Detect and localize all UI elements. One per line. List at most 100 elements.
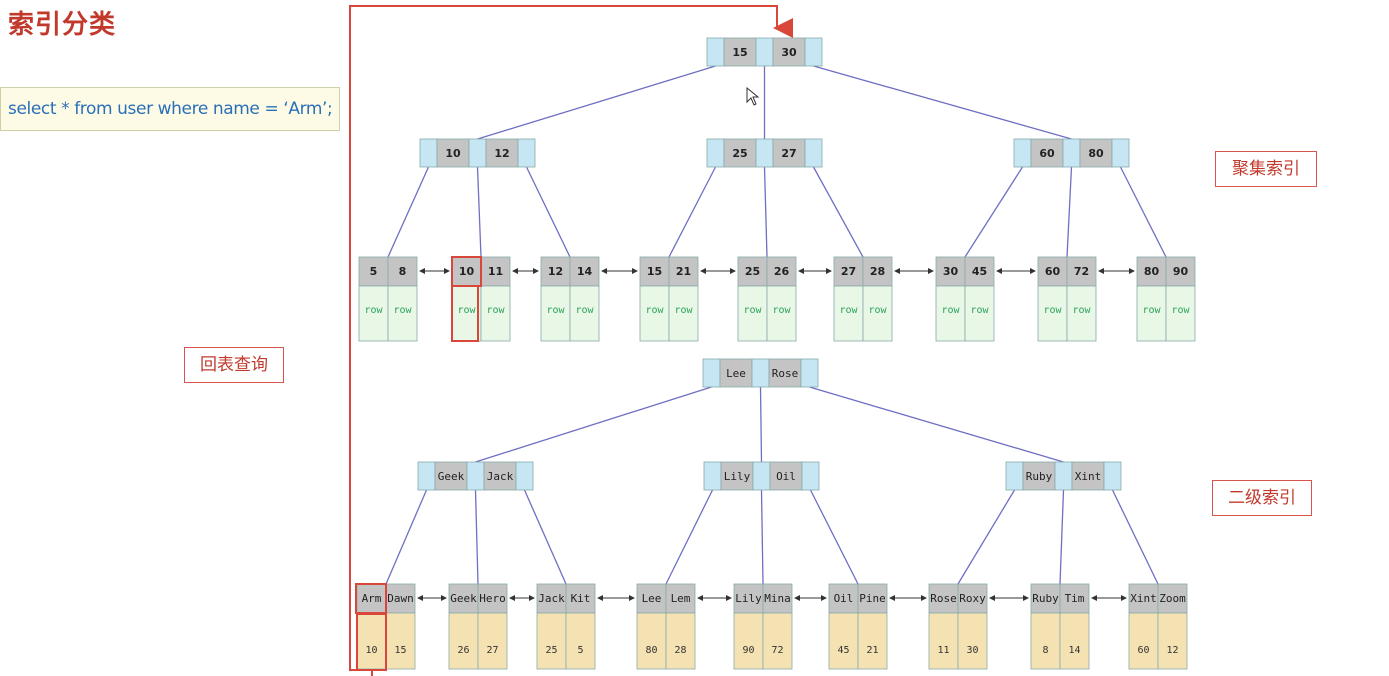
node-key-cell (768, 358, 802, 388)
leaf-key-cell (762, 583, 793, 614)
leaf-data-cell (448, 612, 479, 670)
leaf-key-text: 80 (1144, 265, 1160, 278)
leaf-data-text: row (364, 305, 383, 316)
leaf-data-text: row (839, 305, 858, 316)
leaf-data-cell (1066, 285, 1097, 342)
leaf-key-text: 27 (841, 265, 856, 278)
leaf-data-cell (928, 612, 959, 670)
leaf-data-cell (477, 612, 508, 670)
node-key-cell (719, 358, 753, 388)
leaf-data-text: 28 (674, 645, 686, 656)
leaf-data-cell (387, 285, 418, 342)
clustered-edge (525, 166, 571, 258)
leaf-data-text: 21 (866, 645, 878, 656)
leaf-key-cell (1157, 583, 1188, 614)
highlight-row-box (451, 285, 479, 342)
secondary-edge (523, 489, 567, 585)
leaf-data-cell (358, 285, 389, 342)
leaf-key-text: 10 (459, 265, 475, 278)
leaf-key-cell (358, 256, 389, 287)
secondary-edge (385, 489, 428, 585)
leaf-data-text: 27 (486, 645, 498, 656)
clustered-edge (477, 65, 716, 140)
leaf-data-text: 30 (966, 645, 978, 656)
leaf-data-text: row (772, 305, 791, 316)
leaf-key-text: 72 (1074, 265, 1089, 278)
leaf-data-cell (636, 612, 667, 670)
leaf-key-cell (387, 256, 418, 287)
page-title: 索引分类 (8, 10, 117, 40)
leaf-key-text: 26 (774, 265, 790, 278)
leaf-key-cell (569, 256, 600, 287)
leaf-data-cell (540, 285, 571, 342)
leaf-key-cell (565, 583, 596, 614)
node-pointer-cell (419, 138, 438, 168)
leaf-data-text: 15 (394, 645, 406, 656)
table-lookup-label: 回表查询 (184, 347, 284, 383)
leaf-data-text: 26 (457, 645, 469, 656)
cursor-icon (746, 87, 760, 106)
node-pointer-cell (804, 138, 823, 168)
leaf-key-text: Lee (642, 592, 662, 605)
lookup-path-arrow (349, 5, 793, 676)
leaf-data-text: row (941, 305, 960, 316)
leaf-key-cell (1165, 256, 1196, 287)
leaf-key-text: Lem (671, 592, 691, 605)
leaf-data-text: row (645, 305, 664, 316)
leaf-data-text: 12 (1166, 645, 1178, 656)
leaf-key-cell (857, 583, 888, 614)
node-key-text: 80 (1088, 147, 1104, 160)
node-pointer-cell (706, 37, 725, 67)
leaf-data-cell (565, 612, 596, 670)
leaf-key-cell (665, 583, 696, 614)
leaf-data-text: 14 (1068, 645, 1080, 656)
node-key-text: 25 (732, 147, 747, 160)
node-key-cell (772, 37, 806, 67)
leaf-data-cell (964, 285, 995, 342)
clustered-edge (476, 166, 482, 258)
leaf-key-text: 45 (972, 265, 987, 278)
leaf-data-text: row (743, 305, 762, 316)
leaf-key-text: 30 (943, 265, 959, 278)
node-pointer-cell (1103, 461, 1122, 491)
leaf-key-cell (639, 256, 670, 287)
node-pointer-cell (752, 461, 771, 491)
leaf-data-cell (385, 612, 416, 670)
node-pointer-cell (1062, 138, 1081, 168)
secondary-edge (809, 386, 1064, 463)
secondary-edge (809, 489, 859, 585)
leaf-key-cell (833, 256, 864, 287)
leaf-data-cell (1037, 285, 1068, 342)
secondary-edge (665, 489, 714, 585)
node-pointer-cell (468, 138, 487, 168)
leaf-data-cell (737, 285, 768, 342)
leaf-key-cell (477, 583, 508, 614)
node-pointer-cell (755, 138, 774, 168)
node-key-text: Jack (487, 470, 514, 483)
leaf-data-cell (1157, 612, 1188, 670)
leaf-data-text: row (1142, 305, 1161, 316)
clustered-edge (1119, 166, 1167, 258)
node-key-text: Lily (724, 470, 751, 483)
node-key-text: Rose (772, 367, 799, 380)
leaf-key-text: 8 (399, 265, 407, 278)
clustered-edge (763, 166, 768, 258)
leaf-key-text: 14 (577, 265, 593, 278)
leaf-key-text: Roxy (959, 592, 986, 605)
node-key-cell (720, 461, 754, 491)
leaf-data-text: 8 (1042, 645, 1048, 656)
leaf-data-text: 45 (837, 645, 849, 656)
leaf-data-text: 60 (1137, 645, 1149, 656)
leaf-key-text: Arm (362, 592, 382, 605)
leaf-data-cell (935, 285, 966, 342)
leaf-data-text: 11 (937, 645, 949, 656)
leaf-key-text: 5 (370, 265, 378, 278)
leaf-key-cell (1030, 583, 1061, 614)
leaf-data-text: row (868, 305, 887, 316)
node-pointer-cell (517, 138, 536, 168)
leaf-data-cell (536, 612, 567, 670)
leaf-key-cell (1136, 256, 1167, 287)
leaf-data-text: row (457, 305, 476, 316)
leaf-data-text: 72 (771, 645, 783, 656)
leaf-data-text: row (1072, 305, 1091, 316)
